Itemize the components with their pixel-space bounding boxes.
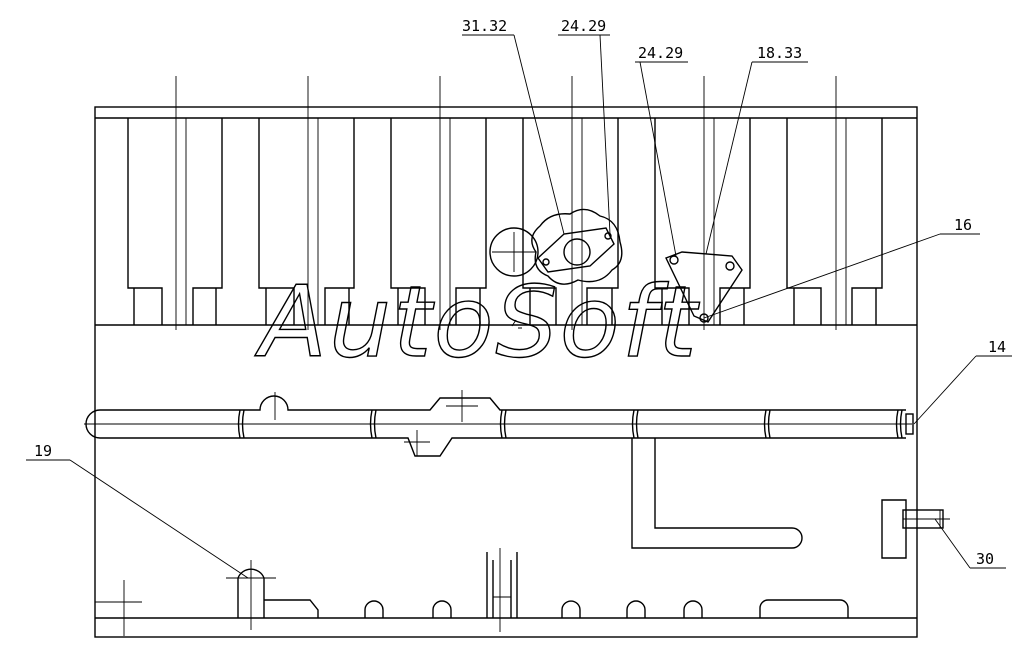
callout-16: 16 xyxy=(954,216,972,234)
watermark-text: AutoSoft xyxy=(254,266,700,380)
callout-14: 14 xyxy=(988,338,1006,356)
oil-gallery xyxy=(84,390,914,457)
center-marker xyxy=(511,319,522,329)
callout-31-32: 31.32 xyxy=(462,17,507,35)
callout-19: 19 xyxy=(34,442,52,460)
callout-24-29-left: 24.29 xyxy=(561,17,606,35)
cylinder-bores xyxy=(127,118,883,325)
center-lines xyxy=(175,76,837,330)
oil-passage xyxy=(631,438,803,549)
cover-plate-18-33 xyxy=(665,251,743,323)
block-outline xyxy=(94,106,918,638)
lower-details xyxy=(95,499,950,636)
callout-30: 30 xyxy=(976,550,994,568)
callout-labels: 31.32 24.29 24.29 18.33 16 14 19 30 xyxy=(34,17,1006,568)
callout-24-29-right: 24.29 xyxy=(638,44,683,62)
leader-lines xyxy=(26,34,1012,579)
callout-18-33: 18.33 xyxy=(757,44,802,62)
